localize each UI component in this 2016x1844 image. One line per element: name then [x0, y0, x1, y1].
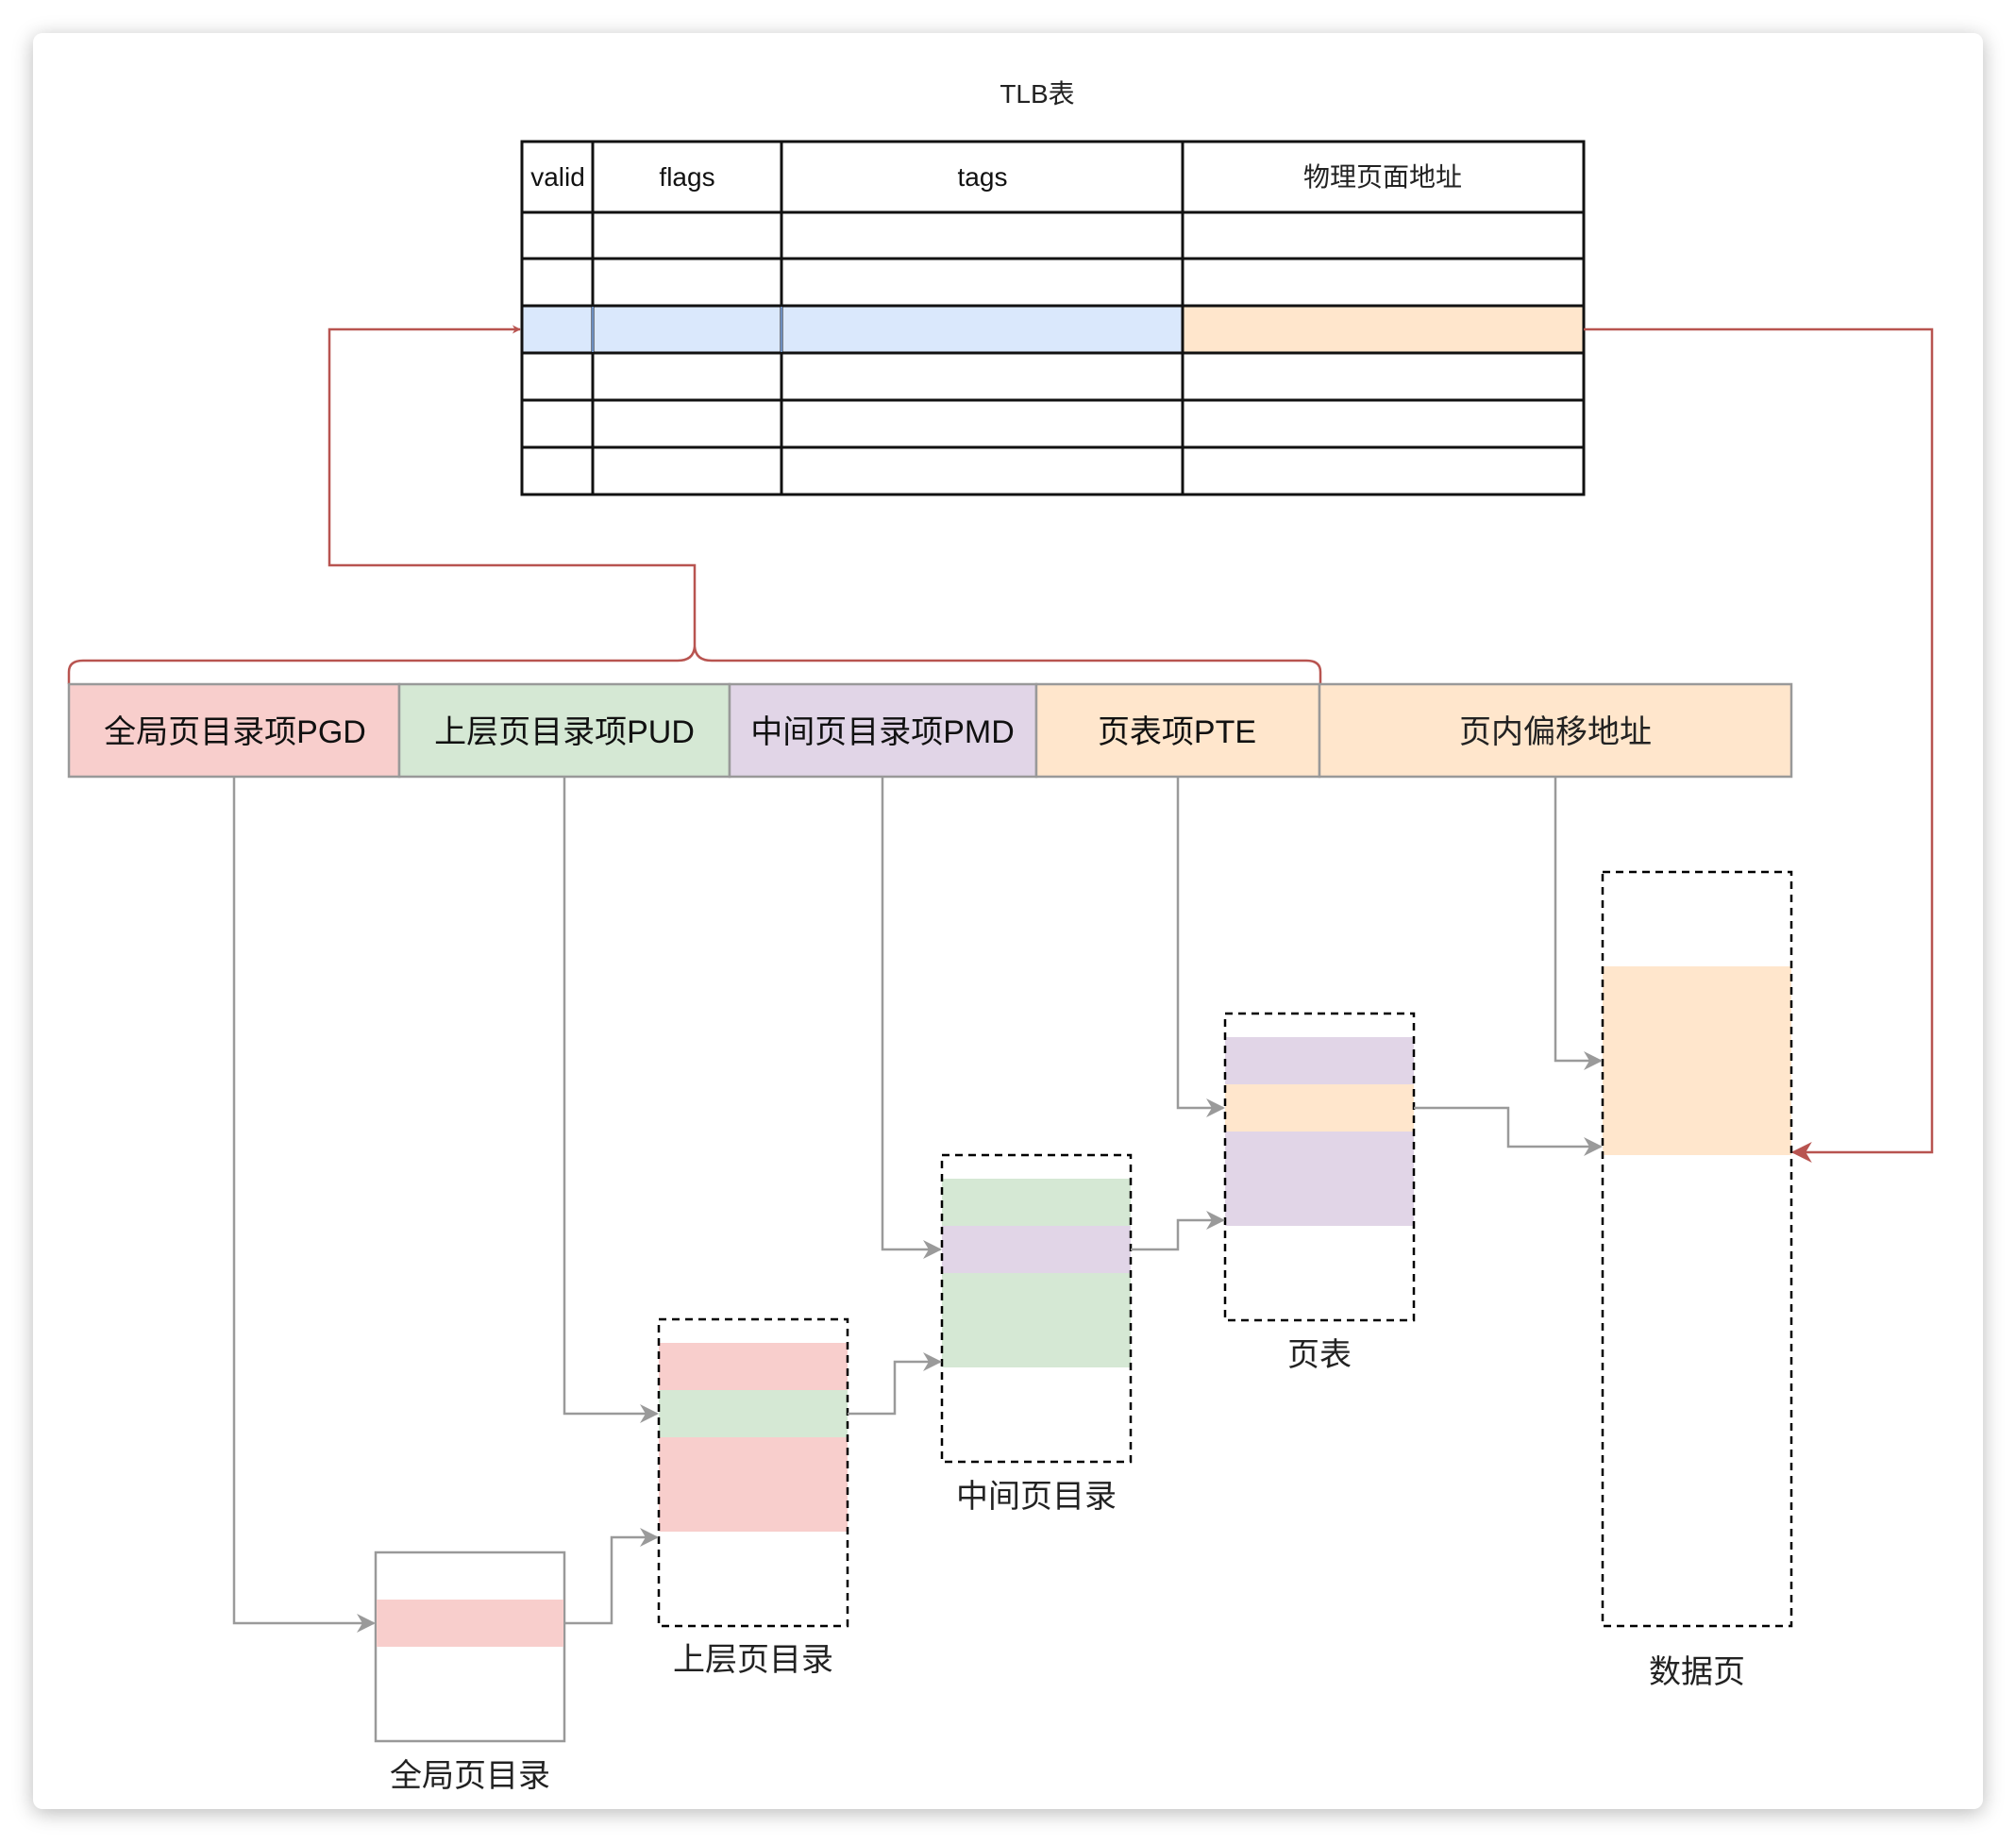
tlb-row-key-cells: [521, 305, 1184, 354]
data-page-label: 数据页: [1649, 1653, 1745, 1691]
pud-table: 上层页目录: [657, 1317, 849, 1679]
arrow-pte-index: [1176, 777, 1225, 1117]
arrow-pud-to-pmd: [848, 1352, 942, 1416]
tlb-lookup-arrow: [328, 325, 697, 646]
tlb-header-physical-address: 物理页面地址: [1303, 162, 1462, 192]
field-pmd: [728, 682, 1038, 779]
pud-table-label: 上层页目录: [673, 1641, 833, 1679]
arrow-pmd-index: [881, 777, 942, 1259]
virtual-address-bar: 全局页目录项PGD 上层页目录项PUD 中间页目录项PMD 页表项PTE 页内偏…: [67, 682, 1793, 779]
field-pud-label: 上层页目录项PUD: [434, 714, 695, 750]
field-pud: [397, 682, 731, 779]
tlb-hit-arrow: [1584, 327, 1934, 1163]
pgd-table-label: 全局页目录: [390, 1757, 550, 1795]
tlb-row-physical-address-cell: [1182, 305, 1585, 354]
virtual-page-number-brace: [67, 645, 1322, 684]
pmd-table: 中间页目录: [940, 1153, 1133, 1516]
walk-arrows: [232, 777, 1603, 1633]
tlb-grid: [520, 140, 1586, 496]
arrow-pte-to-data: [1414, 1106, 1603, 1156]
pmd-entry: [942, 1226, 1131, 1273]
arrow-pmd-to-pte: [1131, 1211, 1225, 1251]
field-pgd: [67, 682, 401, 779]
data-page: 数据页: [1601, 870, 1793, 1691]
arrow-pud-index: [563, 777, 659, 1423]
tlb-table: TLB表 valid flags tags 物理页面地址: [520, 79, 1586, 496]
arrow-pgd-index: [232, 777, 376, 1633]
field-pte-label: 页表项PTE: [1098, 714, 1256, 750]
pud-entry: [659, 1390, 848, 1437]
arrow-offset: [1554, 777, 1603, 1070]
pmd-table-label: 中间页目录: [956, 1478, 1117, 1516]
tlb-header-tags: tags: [958, 162, 1008, 192]
pgd-table: 全局页目录: [374, 1551, 566, 1795]
pte-table-label: 页表: [1287, 1336, 1352, 1374]
data-page-frame: [1603, 966, 1791, 1155]
pte-table: 页表: [1223, 1012, 1416, 1374]
pgd-entry: [377, 1600, 563, 1647]
field-pmd-label: 中间页目录项PMD: [750, 714, 1015, 750]
tlb-title: TLB表: [1000, 79, 1074, 109]
tlb-header-valid: valid: [530, 162, 585, 192]
pte-entry: [1225, 1084, 1414, 1132]
tlb-header-flags: flags: [659, 162, 714, 192]
arrow-pgd-to-pud: [564, 1528, 659, 1625]
tlb-row-dividers: [592, 307, 782, 352]
field-pgd-label: 全局页目录项PGD: [104, 714, 366, 750]
field-offset-label: 页内偏移地址: [1459, 714, 1652, 750]
